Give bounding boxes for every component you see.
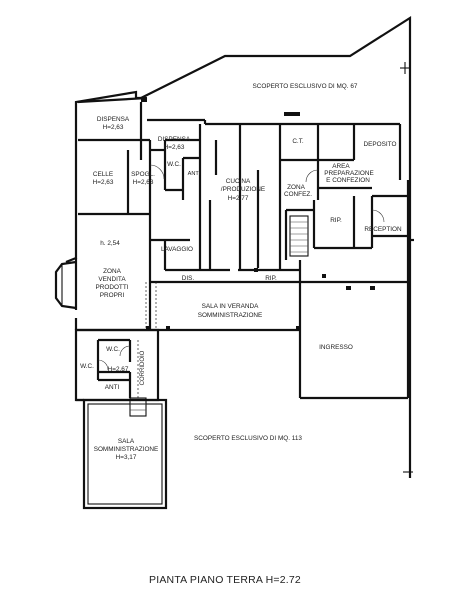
deposito-label: DEPOSITO (364, 141, 397, 148)
corridoio-label: CORRIDOIO (140, 350, 146, 385)
cucina-name: CUCINA (226, 178, 251, 185)
stairs (129, 215, 309, 417)
area-prep-line1: AREA (332, 163, 350, 170)
cucina-sub: /PRODUZIONE (221, 186, 265, 193)
area-prep-line3: E CONFEZION (326, 177, 370, 184)
celle-height: H=2,63 (93, 179, 114, 186)
area-prep-line2: PREPARAZIONE (324, 170, 374, 177)
ct-label: C.T. (292, 138, 304, 145)
sala-veranda-line2: SOMMINISTRAZIONE (198, 312, 263, 319)
zona-confez-line2: CONFEZ. (284, 191, 312, 198)
zona-confez-line1: ZONA (287, 184, 305, 191)
lower-block-walls (74, 282, 168, 510)
ingresso-label: INGRESSO (319, 344, 353, 351)
sala-somm-line3: H=3,17 (116, 454, 137, 461)
anti1-label: ANTI (188, 171, 201, 177)
lavaggio-label: LAVAGGIO (161, 246, 193, 253)
plan-caption: PIANTA PIANO TERRA H=2.72 (149, 574, 301, 586)
pillars (141, 98, 375, 330)
wc2-name: W.C. (106, 346, 120, 353)
sala-somm-line2: SOMMINISTRAZIONE (94, 446, 159, 453)
dispensa2-name: DISPENSA (158, 136, 191, 143)
h254-label: h. 2,54 (100, 240, 120, 247)
reception-label: RECEPTION (364, 226, 402, 233)
dispensa1-name: DISPENSA (97, 116, 130, 123)
cucina-height: H=2,77 (228, 195, 249, 202)
dis-label: DIS. (182, 275, 195, 282)
door-swings (97, 164, 385, 371)
dispensa1-height: H=2,63 (103, 124, 124, 131)
site-boundary (140, 16, 413, 478)
spogl-height: H=2,63 (133, 179, 154, 186)
wc2-height: H=2,67 (108, 366, 129, 373)
spogl-name: SPOGL. (131, 171, 155, 178)
zona-vendita-line1: ZONA (103, 268, 121, 275)
zona-vendita-line4: PROPRI (100, 292, 125, 299)
zona-vendita-line3: PRODOTTI (95, 284, 128, 291)
zona-vendita-line2: VENDITA (98, 276, 126, 283)
building-walls (54, 90, 414, 400)
wc1-label: W.C. (167, 161, 181, 168)
outdoor-bottom-label: SCOPERTO ESCLUSIVO DI MQ. 113 (194, 435, 302, 442)
wc3-label: W.C. (80, 363, 94, 370)
sala-somm-line1: SALA (118, 438, 135, 445)
outdoor-top-label: SCOPERTO ESCLUSIVO DI MQ. 67 (253, 83, 358, 90)
rip2-label: RIP. (265, 275, 277, 282)
celle-name: CELLE (93, 171, 113, 178)
room-labels: SCOPERTO ESCLUSIVO DI MQ. 67 SCOPERTO ES… (80, 83, 402, 461)
rip1-label: RIP. (330, 217, 342, 224)
sala-veranda-line1: SALA IN VERANDA (202, 303, 260, 310)
anti2-label: ANTI (105, 384, 120, 391)
dispensa2-height: H=2,63 (164, 144, 185, 151)
